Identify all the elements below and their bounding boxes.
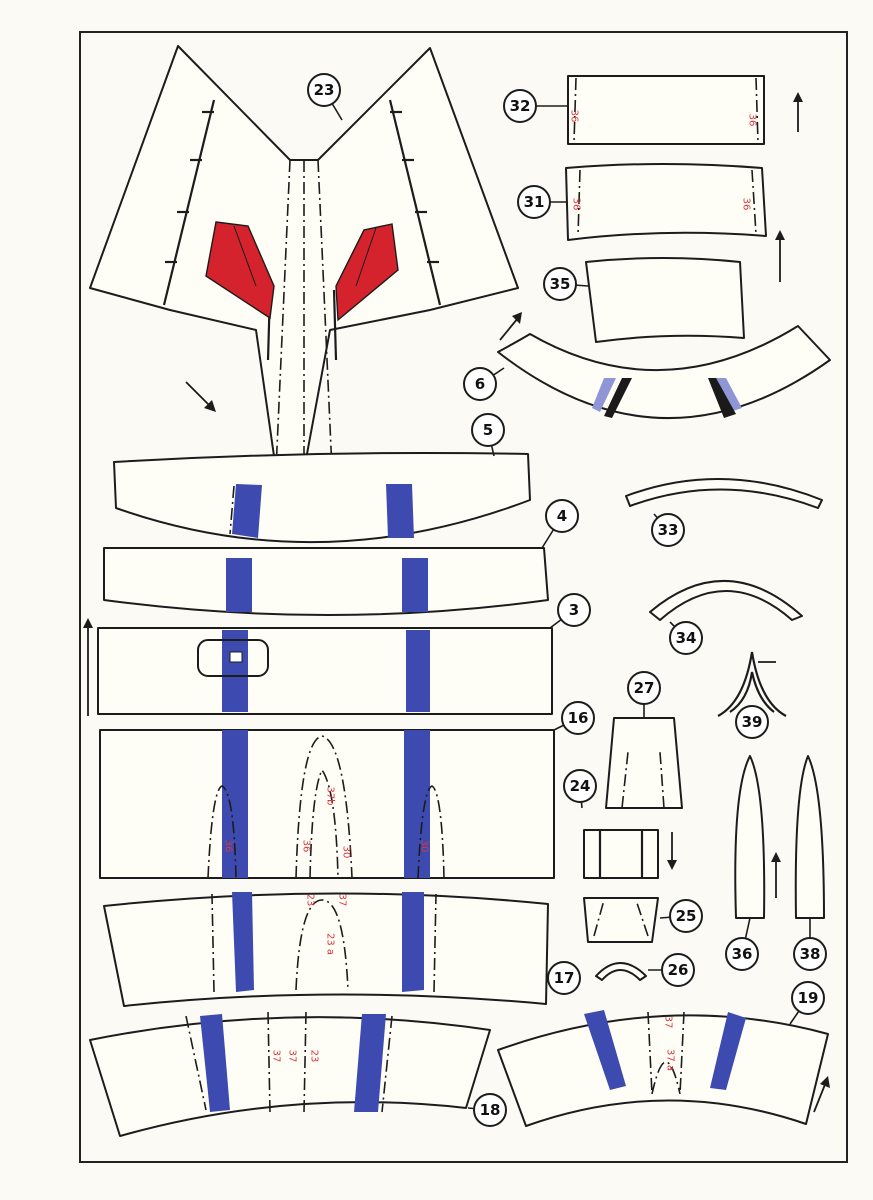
red-emblem-left — [205, 221, 275, 320]
part-label-25: 25 — [659, 899, 703, 933]
sheet-frame — [79, 31, 848, 1163]
glue-ref-label: 30 — [341, 846, 352, 859]
part-26 — [595, 962, 647, 981]
part-number-text: 36 — [732, 945, 753, 963]
part-label-32: 32 — [503, 89, 568, 123]
part-number-text: 33 — [658, 521, 679, 539]
glue-ref-label: 36 — [223, 840, 234, 853]
part-number-text: 25 — [676, 907, 697, 925]
part-number-text: 35 — [550, 275, 571, 293]
part-label-34: 34 — [669, 621, 703, 655]
glue-ref-label: 37 — [287, 1050, 298, 1063]
part-19 — [497, 1010, 829, 1127]
part-number-text: 34 — [676, 629, 697, 647]
glue-ref-label: 37 — [337, 894, 348, 907]
glue-ref-label: 23 — [305, 894, 316, 907]
part-32 — [567, 75, 765, 145]
part-label-16: 16 — [553, 701, 595, 735]
part-label-5: 5 — [471, 413, 505, 457]
glue-ref-label: 36 — [569, 110, 580, 123]
part-5 — [113, 452, 531, 544]
part-25 — [583, 897, 659, 943]
part-number-text: 3 — [569, 601, 579, 619]
part-label-18: 18 — [467, 1093, 507, 1127]
part-39 — [717, 651, 787, 717]
part-number-text: 32 — [510, 97, 531, 115]
glue-ref-label: 36 — [741, 198, 752, 211]
part-label-35: 35 — [543, 267, 589, 301]
red-emblem-right — [335, 223, 399, 322]
glue-ref-label: 37 — [663, 1016, 674, 1029]
glue-ref-label: 37 — [271, 1050, 282, 1063]
part-number-text: 27 — [634, 679, 655, 697]
part-3 — [97, 627, 553, 715]
part-23-arrow — [185, 381, 216, 412]
glue-ref-label: 23 a — [325, 933, 336, 955]
part-label-23: 23 — [307, 73, 343, 121]
part-label-19: 19 — [789, 981, 825, 1025]
part-27 — [605, 717, 683, 809]
part-label-17: 17 — [545, 961, 581, 995]
part-label-6: 6 — [463, 367, 505, 401]
part-24-arrow — [667, 832, 677, 870]
part-31-arrow — [775, 230, 785, 282]
part-23-wing — [89, 45, 519, 471]
part-32-arrow — [793, 92, 803, 132]
part-label-33: 33 — [651, 513, 685, 547]
glue-ref-label: 36 — [747, 114, 758, 127]
part-label-36: 36 — [725, 917, 759, 971]
part-label-39: 39 — [735, 705, 769, 739]
part-number-text: 38 — [800, 945, 821, 963]
part-number-text: 6 — [475, 375, 485, 393]
part-16 — [99, 729, 555, 879]
part-number-text: 18 — [480, 1101, 501, 1119]
part-number-text: 16 — [568, 709, 589, 727]
part-24 — [583, 829, 659, 879]
part-6 — [497, 325, 831, 419]
part-4 — [103, 547, 549, 616]
glue-ref-label: 37b — [325, 786, 336, 805]
glue-ref-label: 23 — [309, 1050, 320, 1063]
part-33 — [625, 477, 823, 509]
part-number-text: 26 — [668, 961, 689, 979]
part-label-31: 31 — [517, 185, 566, 219]
part-number-text: 39 — [742, 713, 763, 731]
part-number-text: 5 — [483, 421, 493, 439]
part-31 — [565, 163, 767, 241]
glue-ref-label: 36 — [571, 198, 582, 211]
glue-ref-label: 30 — [419, 840, 430, 853]
part-number-text: 23 — [314, 81, 335, 99]
part-18 — [89, 1011, 491, 1137]
part-19-arrow — [813, 1076, 830, 1113]
part-36 — [734, 755, 766, 919]
part-label-38: 38 — [793, 918, 827, 971]
part-number-text: 19 — [798, 989, 819, 1007]
part-17 — [103, 892, 549, 1007]
part-3-arrow — [83, 618, 93, 716]
part-label-3: 3 — [549, 593, 591, 629]
part-label-27: 27 — [627, 671, 661, 718]
part-label-4: 4 — [541, 499, 579, 549]
part-number-text: 17 — [554, 969, 575, 987]
part-36-arrow — [771, 852, 781, 898]
part-number-text: 31 — [524, 193, 545, 211]
part-number-text: 4 — [557, 507, 567, 525]
glue-ref-label: 37 a — [665, 1049, 676, 1071]
part-number-labels: 23 32 31 35 6 5 4 3 16 17 18 19 33 34 27 24 25 26 39 36 38 — [307, 73, 827, 1127]
glue-ref-label: 36 — [301, 840, 312, 853]
part-34 — [649, 580, 803, 621]
part-6-arrow — [499, 312, 522, 341]
part-38 — [794, 755, 825, 919]
part-35 — [585, 257, 745, 343]
part-label-24: 24 — [563, 769, 597, 809]
part-label-26: 26 — [648, 953, 695, 987]
part-number-text: 24 — [570, 777, 591, 795]
